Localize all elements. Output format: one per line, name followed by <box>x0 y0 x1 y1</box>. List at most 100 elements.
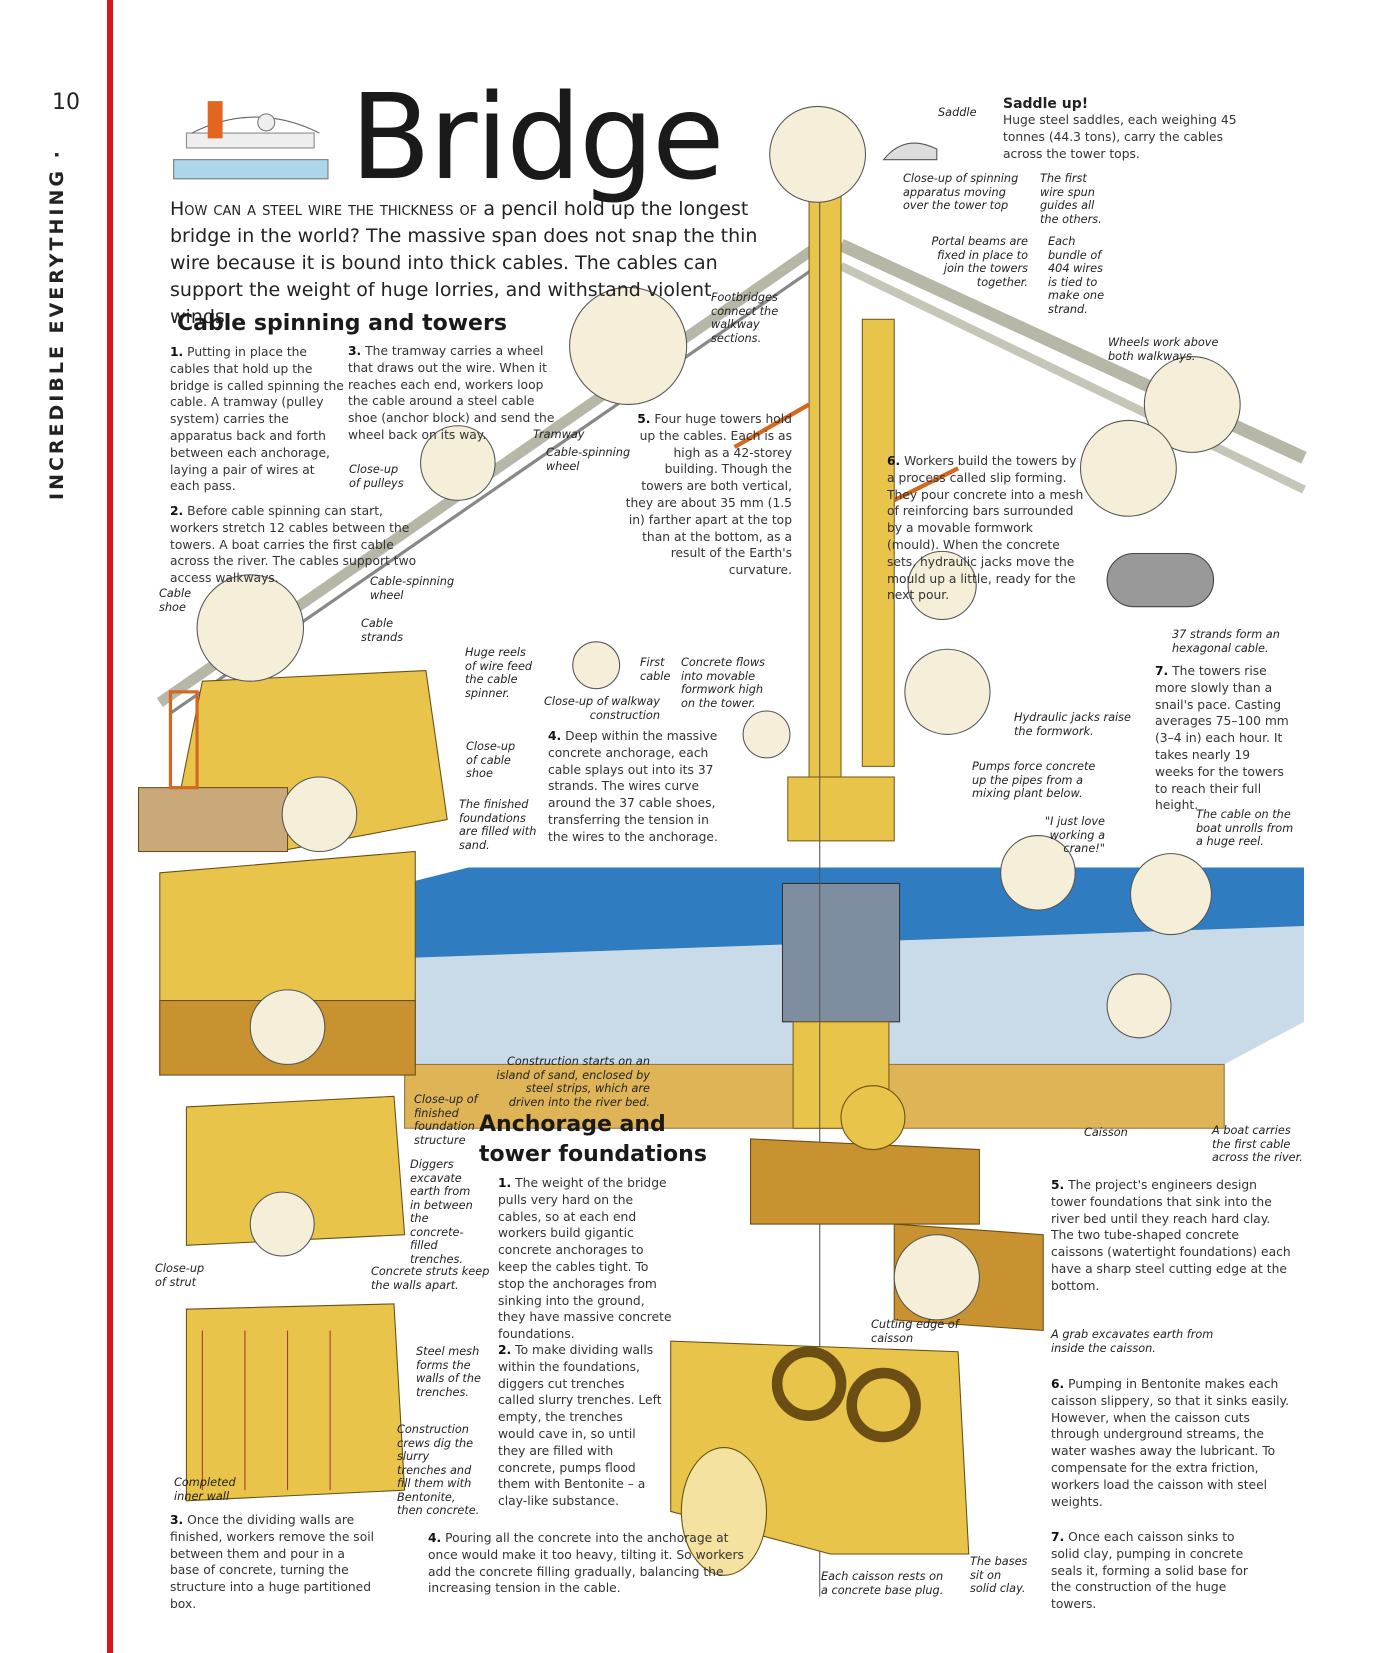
cable-step-5: 5. Four huge towers hold up the cables. … <box>622 411 792 579</box>
step-number: 7. <box>1051 1530 1065 1544</box>
caption: Construction starts on an island of sand… <box>496 1055 650 1109</box>
caption: Portal beams are fixed in place to join … <box>931 235 1029 289</box>
step-text: Four huge towers hold up the cables. Eac… <box>625 412 792 578</box>
step-text: Workers build the towers by a process ca… <box>887 454 1084 603</box>
saddle-box: Saddle up! Huge steel saddles, each weig… <box>1003 96 1243 162</box>
caissons <box>670 1085 1044 1576</box>
caption: Each bundle of 404 wires is tied to make… <box>1048 235 1105 316</box>
step-text: Pouring all the concrete into the anchor… <box>428 1531 744 1596</box>
step-text: Pumping in Bentonite makes each caisson … <box>1051 1377 1290 1509</box>
found-step-6: 6. Pumping in Bentonite makes each caiss… <box>1051 1376 1291 1510</box>
caption: Close-up of strut <box>155 1262 205 1289</box>
cable-step-7: 7. The towers rise more slowly than a sn… <box>1155 663 1290 814</box>
cable-step-1: 1. Putting in place the cables that hold… <box>170 344 345 495</box>
step-number: 3. <box>170 1513 184 1527</box>
caption: A grab excavates earth from inside the c… <box>1051 1328 1214 1355</box>
step-number: 5. <box>1051 1178 1065 1192</box>
caption: First cable <box>640 656 671 683</box>
caption: The bases sit on solid clay. <box>970 1555 1028 1595</box>
caption: Close-up of pulleys <box>349 463 404 490</box>
step-text: Putting in place the cables that hold up… <box>170 345 344 494</box>
caption: Cable-spinning wheel <box>546 446 631 473</box>
caption: Saddle <box>938 106 977 119</box>
caption: Completed inner wall <box>174 1476 236 1503</box>
page-number: 10 <box>52 90 80 115</box>
caption: Steel mesh forms the walls of the trench… <box>416 1345 481 1399</box>
step-text: To make dividing walls within the founda… <box>498 1343 662 1509</box>
step-text: The tramway carries a wheel that draws o… <box>348 344 555 442</box>
step-number: 6. <box>1051 1377 1065 1391</box>
saddles <box>882 142 938 161</box>
intro-text: a pencil hold up the longest bridge in t… <box>170 198 758 328</box>
caption: Huge reels of wire feed the cable spinne… <box>465 646 533 700</box>
page-title: Bridge <box>350 68 725 206</box>
step-number: 1. <box>170 345 184 359</box>
step-number: 4. <box>428 1531 442 1545</box>
caption: Close-up of finished foundation structur… <box>414 1093 478 1147</box>
cable-step-4: 4. Deep within the massive concrete anch… <box>548 728 718 846</box>
caption: The first wire spun guides all the other… <box>1040 172 1102 226</box>
step-number: 2. <box>170 504 184 518</box>
caption: The finished foundations are filled with… <box>459 798 537 852</box>
intro-lead: How can a steel wire the thickness of <box>170 198 478 220</box>
step-number: 5. <box>637 412 651 426</box>
caption: Diggers excavate earth from in between t… <box>410 1158 473 1266</box>
heading-line-1: Anchorage and <box>479 1112 666 1137</box>
caption: Close-up of spinning apparatus moving ov… <box>903 172 1019 212</box>
intro-paragraph: How can a steel wire the thickness of a … <box>170 196 770 331</box>
found-step-7: 7. Once each caisson sinks to solid clay… <box>1051 1529 1266 1613</box>
caption: A boat carries the first cable across th… <box>1212 1124 1303 1164</box>
step-text: The weight of the bridge pulls very hard… <box>498 1176 672 1342</box>
heading-line-2: tower foundations <box>479 1142 707 1167</box>
step-text: Deep within the massive concrete anchora… <box>548 729 718 844</box>
caption: Close-up of cable shoe <box>466 740 516 780</box>
section-heading-cable: Cable spinning and towers <box>177 311 507 336</box>
caption: Close-up of walkway construction <box>544 695 660 722</box>
tower <box>733 106 960 1597</box>
caption: "I just love working a crane!" <box>1044 815 1105 855</box>
step-number: 3. <box>348 344 362 358</box>
cable-step-6: 6. Workers build the towers by a process… <box>887 453 1087 604</box>
step-number: 6. <box>887 454 901 468</box>
closeup-circles <box>196 105 1241 1321</box>
caption: Pumps force concrete up the pipes from a… <box>972 760 1096 800</box>
caption: Cable strands <box>361 617 404 644</box>
caption: Hydraulic jacks raise the formwork. <box>1014 711 1131 738</box>
step-text: The towers rise more slowly than a snail… <box>1155 664 1289 813</box>
caption: Cable-spinning wheel <box>370 575 455 602</box>
step-text: Once each caisson sinks to solid clay, p… <box>1051 1530 1248 1612</box>
caption: Tramway <box>533 428 585 441</box>
cable-step-2: 2. Before cable spinning can start, work… <box>170 503 420 587</box>
caption: The cable on the boat unrolls from a hug… <box>1196 808 1294 848</box>
step-text: The project's engineers design tower fou… <box>1051 1178 1291 1293</box>
running-head: INCREDIBLE EVERYTHING · <box>46 148 68 500</box>
red-margin-bar <box>107 0 113 1653</box>
found-step-5: 5. The project's engineers design tower … <box>1051 1177 1291 1295</box>
cable-step-3: 3. The tramway carries a wheel that draw… <box>348 343 560 444</box>
caption: Cutting edge of caisson <box>871 1318 959 1345</box>
caption: Concrete struts keep the walls apart. <box>371 1265 490 1292</box>
hexagonal-cable <box>1106 552 1215 608</box>
header-vignette <box>173 101 329 180</box>
caption: Caisson <box>1084 1126 1128 1139</box>
found-step-1: 1. The weight of the bridge pulls very h… <box>498 1175 673 1343</box>
saddle-text: Huge steel saddles, each weighing 45 ton… <box>1003 113 1237 161</box>
step-number: 1. <box>498 1176 512 1190</box>
step-text: Once the dividing walls are finished, wo… <box>170 1513 375 1611</box>
caption: Each caisson rests on a concrete base pl… <box>821 1570 944 1597</box>
caption: Wheels work above both walkways. <box>1108 336 1219 363</box>
found-step-3: 3. Once the dividing walls are finished,… <box>170 1512 375 1613</box>
caption: Footbridges connect the walkway sections… <box>711 291 779 345</box>
step-text: Before cable spinning can start, workers… <box>170 504 417 586</box>
foundation-structures <box>185 1095 406 1502</box>
caption: Cable shoe <box>159 587 192 614</box>
step-number: 2. <box>498 1343 512 1357</box>
section-heading-foundations: Anchorage and tower foundations <box>479 1110 707 1170</box>
step-number: 7. <box>1155 664 1169 678</box>
caption: Concrete flows into movable formwork hig… <box>681 656 766 710</box>
found-step-2: 2. To make dividing walls within the fou… <box>498 1342 663 1510</box>
caption: Construction crews dig the slurry trench… <box>397 1423 480 1517</box>
step-number: 4. <box>548 729 562 743</box>
saddle-heading: Saddle up! <box>1003 96 1089 112</box>
